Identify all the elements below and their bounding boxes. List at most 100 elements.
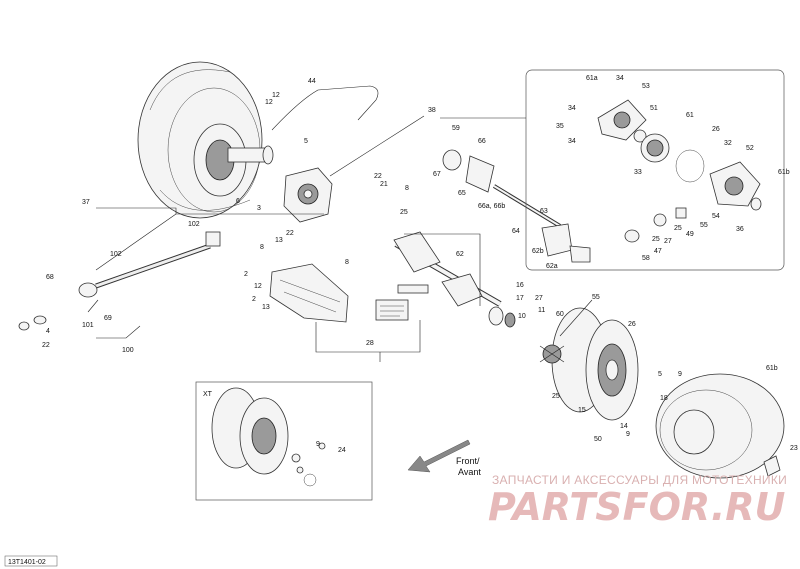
callout-61b: 64 — [512, 228, 520, 235]
drawing-code-box — [4, 555, 58, 567]
callout-64: 68 — [46, 274, 54, 281]
callout-21: 12 — [272, 92, 280, 99]
callout-16: 16 — [516, 282, 524, 289]
propeller-shaft — [18, 231, 221, 331]
callout-43: 51 — [650, 105, 658, 112]
watermark-caption: ЗАПЧАСТИ И АКСЕССУАРЫ ДЛЯ МОТОТЕХНИКИ — [492, 473, 787, 487]
callout-26: 25 — [652, 236, 660, 243]
callout-51: 58 — [642, 255, 650, 262]
callout-48: 55 — [592, 294, 600, 301]
callout-44: 52 — [746, 145, 754, 152]
hub-flange — [539, 344, 565, 364]
callout-5a: 5 — [304, 138, 308, 145]
callout-40: 27 — [535, 295, 543, 302]
callout-34a: 34 — [616, 75, 624, 82]
callout-23a: 23 — [790, 445, 798, 452]
callout-58: 61b — [766, 365, 778, 372]
callout-8b: 8 — [345, 259, 349, 266]
callout-62b: 66a, 66b — [478, 203, 505, 210]
callout-22b: 22 — [42, 342, 50, 349]
xt-rim — [211, 387, 326, 487]
skid-plate — [269, 263, 349, 323]
callout-54: 61 — [686, 112, 694, 119]
rear-right-rim — [551, 307, 639, 421]
callout-numbers: 12 12 44 5 6 38 22 21 8 25 8 3 8 13 22 3… — [42, 75, 798, 454]
callout-17: 17 — [516, 295, 524, 302]
callout-4: 5 — [658, 371, 662, 378]
callout-55b: 61b — [778, 169, 790, 176]
callout-8a: 8 — [405, 185, 409, 192]
label-decals — [375, 284, 429, 321]
callout-5b: 6 — [236, 198, 240, 205]
callout-2a: 2 — [244, 271, 248, 278]
callout-66: 100 — [122, 347, 134, 354]
callout-10: 10 — [518, 313, 526, 320]
right-drive-shaft — [393, 231, 516, 328]
callout-3x: 3 — [257, 205, 261, 212]
front-label-line2: Avant — [458, 467, 481, 477]
callout-52: 59 — [452, 125, 460, 132]
callout-67: 102 — [110, 251, 122, 258]
callout-39: 47 — [654, 248, 662, 255]
xt-inset-label: XT — [203, 391, 213, 398]
callout-63: 67 — [433, 171, 441, 178]
callout-15: 15 — [578, 407, 586, 414]
callout-27: 26 — [712, 126, 720, 133]
callout-35: 35 — [556, 123, 564, 130]
callout-30: 21 — [380, 181, 388, 188]
callout-47: 55 — [700, 222, 708, 229]
detail-box-hub — [525, 69, 785, 271]
cv-joint-assembly — [442, 149, 591, 263]
rear-left-tire — [137, 61, 263, 219]
callout-62a: 66 — [478, 138, 486, 145]
callout-12a: 12 — [254, 283, 262, 290]
callout-12b: 13 — [262, 304, 270, 311]
callout-65: 69 — [104, 315, 112, 322]
callout-20: 12 — [265, 99, 273, 106]
callout-33: 33 — [634, 169, 642, 176]
callout-11: 11 — [538, 307, 545, 314]
callout-31: 22 — [374, 173, 382, 180]
front-label-line1: Front/ — [456, 456, 480, 466]
callout-25: 25 — [552, 393, 560, 400]
callout-3: 4 — [46, 328, 50, 335]
callout-9c: 9 — [316, 441, 320, 448]
callout-7: 8 — [260, 244, 264, 251]
left-drive-shaft — [227, 145, 274, 165]
callout-50: 38 — [428, 107, 436, 114]
callout-60: 62a — [546, 263, 558, 270]
callout-53: 60 — [556, 311, 564, 318]
callout-14: 14 — [620, 423, 628, 430]
callout-36: 36 — [736, 226, 744, 233]
callout-9a: 9 — [678, 371, 682, 378]
callout-32: 32 — [724, 140, 732, 147]
callout-18: 18 — [660, 395, 668, 402]
callout-61a: 63 — [540, 208, 548, 215]
callout-55a: 61a — [586, 75, 598, 82]
callout-46: 53 — [642, 83, 650, 90]
callout-34b: 34 — [568, 105, 576, 112]
callout-9b: 9 — [626, 431, 630, 438]
callout-49: 37 — [82, 199, 90, 206]
drawing-code: 13T1401-02 — [8, 559, 46, 566]
hub-carrier — [597, 99, 762, 243]
xt-inset-box — [195, 381, 373, 501]
differential-housing — [283, 167, 333, 223]
valve-stem — [763, 455, 781, 477]
callout-59: 62 — [456, 251, 464, 258]
callout-38: 26 — [628, 321, 636, 328]
front-direction-arrow — [407, 439, 471, 473]
rear-right-tire — [655, 373, 785, 479]
callout-61: 62b — [532, 248, 544, 255]
callout-13: 13 — [275, 237, 283, 244]
callout-2b: 2 — [252, 296, 256, 303]
callout-28: 27 — [664, 238, 672, 245]
callout-29: 28 — [366, 340, 374, 347]
leader-lines — [87, 115, 593, 362]
callout-66ab: 101 — [82, 322, 94, 329]
callout-24: 25 — [674, 225, 682, 232]
callout-42: 50 — [594, 436, 602, 443]
callout-22a: 22 — [286, 230, 294, 237]
watermark-brand: PARTSFOR.RU — [488, 485, 786, 529]
